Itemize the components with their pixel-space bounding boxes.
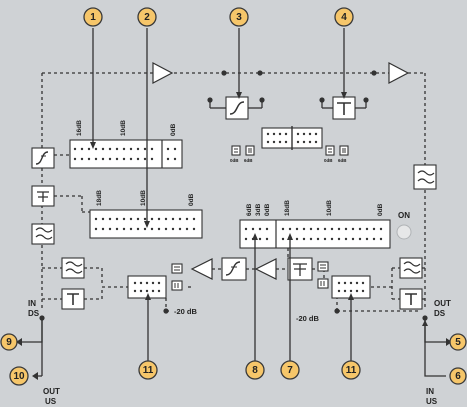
attenuator-mid: 18dB 10dB 0dB (89, 190, 203, 239)
port-in-ds: IN (28, 299, 36, 308)
t-icon (337, 102, 351, 115)
reverse-amplifier-icon (190, 258, 213, 280)
port-arrows (16, 320, 452, 380)
svg-text:7: 7 (287, 365, 293, 376)
svg-text:11: 11 (143, 365, 154, 376)
svg-text:11: 11 (346, 365, 357, 376)
on-label: ON (398, 211, 410, 220)
callout-4: 4 (334, 7, 354, 27)
equalizer-module (321, 96, 367, 120)
amplifier-icon (388, 62, 410, 84)
callout-8: 8 (245, 360, 265, 380)
callout-1: 1 (83, 7, 103, 27)
switch-label: 6dB (244, 158, 253, 163)
callout-7: 7 (280, 360, 300, 380)
attenuator-label: 16dB (76, 120, 83, 136)
svg-text:4: 4 (341, 12, 347, 23)
port-out-ds: OUT (434, 299, 451, 308)
left-module-stack (31, 147, 92, 245)
attenuator-label: 10dB (326, 200, 333, 216)
small-switch-block: 0dB 6dB 0dB 6dB (230, 126, 349, 163)
attenuator-label: 0dB (264, 203, 271, 216)
attenuator-label: 18dB (284, 200, 291, 216)
port-in-ds-sub: DS (28, 309, 40, 318)
callout-5: 5 (449, 333, 467, 351)
amplifier-icon (152, 62, 174, 84)
reverse-equalizer-box (287, 257, 313, 281)
testpoint-label-right: -20 dB (296, 314, 320, 323)
reverse-amplifier-icon (254, 258, 277, 280)
right-filter-box (413, 164, 437, 190)
slope-icon (229, 101, 245, 115)
mini-switches-right (317, 261, 329, 289)
attenuator-label: 0dB (170, 123, 177, 136)
attenuator-top: 16dB 10dB 0dB (69, 120, 183, 169)
callout-2: 2 (137, 7, 157, 27)
power-indicator: ON (396, 211, 412, 240)
attenuator-label: 0dB (377, 203, 384, 216)
callout-10: 10 (9, 366, 29, 386)
svg-text:2: 2 (144, 12, 150, 23)
port-in-us-sub: US (426, 397, 438, 406)
filter-icon-box (399, 257, 423, 279)
filter-icon-box (61, 257, 85, 279)
bottom-right-modules (399, 257, 423, 310)
switch-block-left (127, 263, 183, 299)
bottom-left-modules (61, 257, 85, 310)
svg-text:5: 5 (455, 337, 461, 348)
callout-11-left: 11 (138, 360, 158, 380)
attenuator-label: 3dB (255, 203, 262, 216)
reverse-slope-box (221, 257, 247, 281)
svg-text:6: 6 (455, 371, 461, 382)
svg-text:8: 8 (252, 365, 258, 376)
switch-label: 0dB (324, 158, 333, 163)
attenuator-label: 18dB (96, 190, 103, 206)
port-out-us-sub: US (45, 397, 57, 406)
callout-leaders (90, 28, 354, 362)
svg-text:10: 10 (13, 371, 25, 382)
slope-icon-box (31, 147, 55, 169)
attenuator-label: 6dB (246, 203, 253, 216)
attenuator-right: 6dB 3dB 0dB 18dB 10dB 0dB (239, 200, 391, 249)
svg-text:1: 1 (90, 12, 96, 23)
testpoint-label-left: -20 dB (174, 307, 198, 316)
callout-6: 6 (449, 367, 467, 385)
callout-3: 3 (229, 7, 249, 27)
callout-9: 9 (0, 333, 18, 351)
attenuator-label: 10dB (140, 190, 147, 206)
attenuator-label: 0dB (188, 193, 195, 206)
slope-module (209, 96, 263, 120)
attenuator-label: 10dB (120, 120, 127, 136)
port-out-ds-sub: DS (434, 309, 446, 318)
switch-block-right (331, 275, 371, 299)
led-indicator (396, 224, 412, 240)
filter-icon-box (31, 223, 55, 245)
callout-11-right: 11 (341, 360, 361, 380)
svg-text:3: 3 (236, 12, 242, 23)
port-out-us: OUT (43, 387, 60, 396)
switch-label: 0dB (230, 158, 239, 163)
port-in-us: IN (426, 387, 434, 396)
switch-label: 6dB (338, 158, 347, 163)
svg-text:9: 9 (6, 337, 12, 348)
